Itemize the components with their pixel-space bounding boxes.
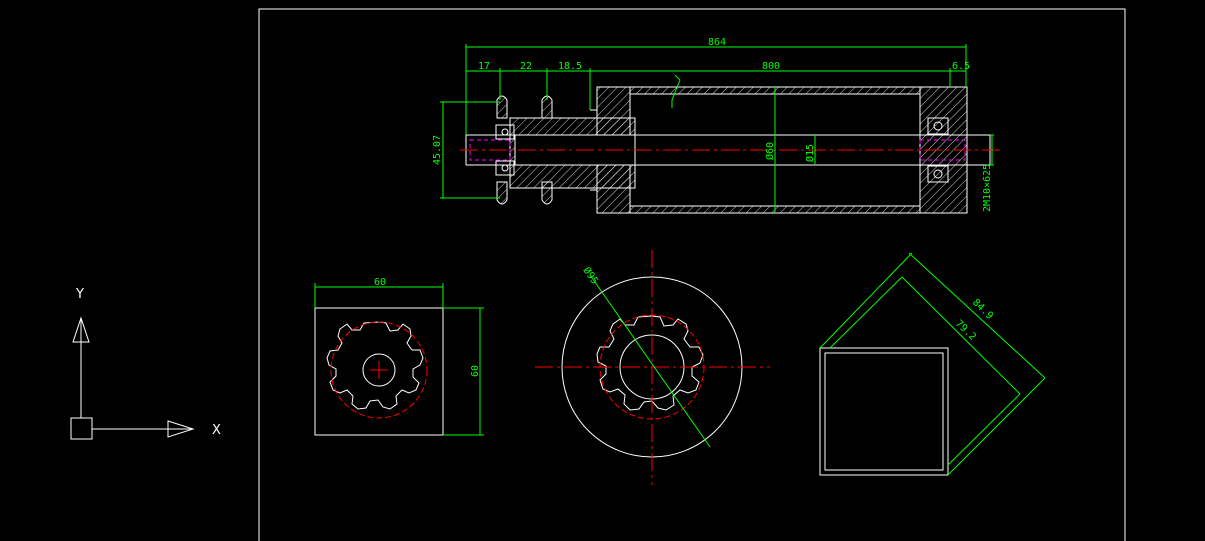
dim-seg-18-5: 18.5: [558, 61, 582, 72]
sprocket-gear-left: [326, 321, 424, 410]
ucs-icon: Y X: [70, 287, 221, 440]
disc-sprocket-view[interactable]: Ø95: [535, 250, 770, 485]
sprocket-gear-center: [596, 315, 704, 411]
dim-height-45: 45.07: [432, 135, 443, 165]
plate-diagonal-dimensions: [819, 252, 1046, 476]
square-sprocket-view[interactable]: 60 60: [314, 277, 484, 436]
roller-dimensions: [440, 44, 994, 213]
sprocket-pitch-circle-left: [330, 321, 428, 419]
ucs-x-arrow-icon: [167, 420, 195, 438]
dim-diag-84: 84.9: [970, 297, 995, 322]
plate-outer: [819, 347, 949, 476]
ucs-x-label: X: [212, 423, 221, 438]
square-plate-view[interactable]: 84.9 79.2: [819, 252, 1046, 476]
dim-dia-95: Ø95: [581, 265, 601, 287]
square-outline: [314, 307, 444, 436]
dim-seg-22: 22: [520, 61, 532, 72]
dim-end-6-5: 6.5: [952, 61, 970, 72]
dim-shaft-label: 2M10×625: [982, 164, 993, 212]
sprocket-bore-left: [362, 353, 396, 387]
ucs-y-label: Y: [75, 287, 84, 302]
dim-body-length: 800: [762, 61, 780, 72]
dim-seg-17: 17: [478, 61, 490, 72]
dim-overall-length: 864: [708, 37, 726, 48]
bearing-left: [495, 124, 515, 176]
dim-dia-15: Ø15: [804, 144, 816, 162]
dim-square-side: 60: [470, 365, 481, 377]
dim-dia-60: Ø60: [764, 142, 776, 160]
dim-square-top: 60: [374, 277, 386, 288]
drawing-frame: [258, 8, 1126, 541]
square-center-marks: [370, 361, 388, 379]
roller-section-view[interactable]: 864 17 22 18.5 800 6.5 45.07 Ø60 Ø15 2M1…: [432, 37, 1000, 214]
plate-inner: [824, 352, 944, 471]
disc-diameter-leader: [589, 274, 711, 448]
bearing-right: [927, 117, 949, 183]
square-dimensions: [314, 283, 484, 436]
ucs-origin-box: [70, 417, 93, 440]
disc-center-lines: [535, 250, 770, 485]
